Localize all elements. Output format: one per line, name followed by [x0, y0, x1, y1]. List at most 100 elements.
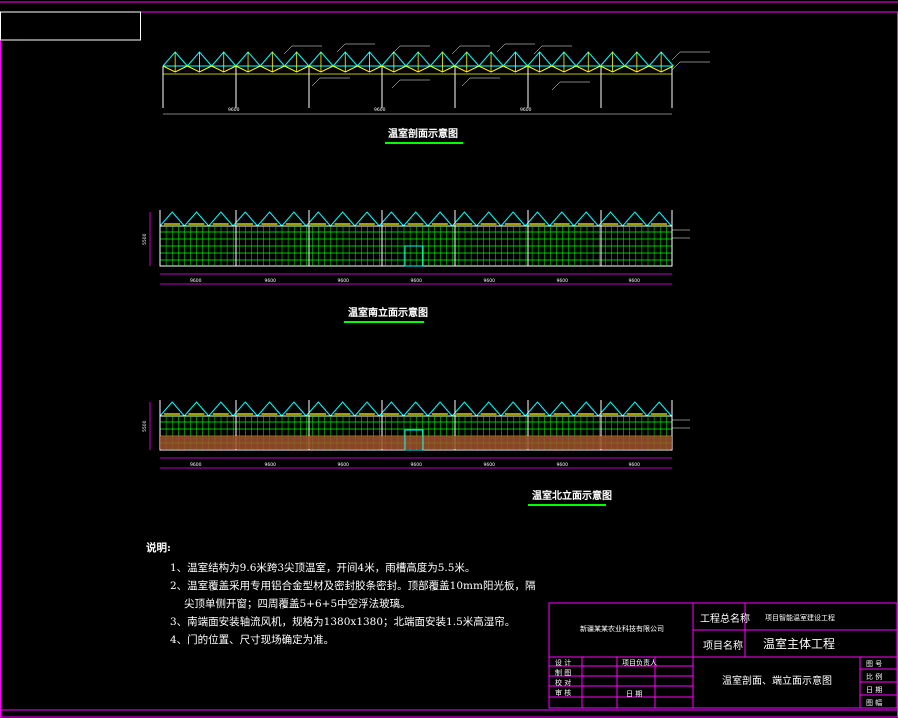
owner-label: 项目负责人 [622, 659, 657, 667]
elev-roof-peak [208, 211, 234, 227]
elev-span-0: 9600 [190, 278, 202, 284]
elev-roof-peak [451, 401, 477, 417]
elev-span-6: 9600 [629, 462, 641, 468]
right-row-2: 比 例 [866, 673, 883, 681]
project-name: 项目智能温室建设工程 [765, 614, 835, 622]
elev-roof-peak [257, 401, 283, 417]
leader-2 [391, 45, 401, 55]
elev-span-5: 9600 [557, 278, 569, 284]
outer-frame [0, 11, 898, 718]
span-dimension-0: 9600 [228, 107, 240, 113]
leader-8 [461, 77, 471, 87]
elev-roof-peak [524, 401, 550, 417]
elev-span-2: 9600 [338, 278, 350, 284]
north-elevation: 9600 9600 9600 9600 9600 9600 9600 5500 [142, 400, 690, 469]
note-line-5: 4、门的位置、尺寸现场确定为准。 [170, 634, 335, 646]
project-label: 工程总名称 [700, 614, 750, 625]
elev-roof-peak [281, 211, 307, 227]
elev-roof-peak [549, 211, 575, 227]
elev-roof-peak [427, 211, 453, 227]
row-draw: 制 图 [555, 669, 572, 677]
drawing-name: 温室剖面、端立面示意图 [722, 676, 832, 687]
elev-roof-peak [378, 401, 404, 417]
elev-height-label: 5500 [142, 420, 148, 432]
elev-roof-peak [597, 401, 624, 417]
elev-roof-peak [232, 401, 258, 417]
south-title: 温室南立面示意图 [348, 306, 428, 319]
elev-roof-peak [524, 211, 550, 227]
elev-roof-peak [305, 211, 331, 227]
elev-roof-peak [354, 211, 380, 227]
item-name: 温室主体工程 [763, 637, 836, 651]
row-review: 审 核 [555, 689, 572, 697]
elev-roof-peak [281, 401, 307, 417]
elev-roof-peak [500, 211, 526, 227]
corner-label-box [0, 11, 141, 41]
right-row-1: 图 号 [866, 660, 883, 668]
leader-4 [496, 43, 506, 53]
item-label: 项目名称 [703, 641, 743, 652]
elev-span-2: 9600 [338, 462, 350, 468]
elev-span-3: 9600 [411, 462, 423, 468]
leader-1 [336, 43, 346, 53]
elev-roof-peak [451, 211, 477, 227]
elev-roof-peak [476, 211, 502, 227]
elev-span-1: 9600 [265, 278, 277, 284]
elev-roof-peak [646, 211, 672, 227]
elev-roof-peak [427, 401, 453, 417]
elev-roof-peak [305, 401, 331, 417]
leader-0 [283, 45, 293, 55]
elev-roof-peak [403, 401, 429, 417]
elev-roof-peak [622, 401, 648, 417]
leader-9 [551, 81, 561, 91]
note-line-4: 3、南端面安装轴流风机，规格为1380x1380；北端面安装1.5米高湿帘。 [170, 616, 516, 628]
notes-heading: 说明: [146, 542, 171, 554]
elev-roof-peak [208, 401, 234, 417]
elev-span-3: 9600 [411, 278, 423, 284]
elev-roof-peak [232, 211, 258, 227]
elev-span-0: 9600 [190, 462, 202, 468]
note-line-1: 1、温室结构为9.6米跨3尖顶温室，开间4米，雨槽高度为5.5米。 [170, 562, 476, 574]
leader-7 [391, 79, 401, 89]
section-title: 温室剖面示意图 [388, 127, 458, 140]
row-check: 校 对 [555, 679, 572, 687]
elev-roof-peak [330, 211, 356, 227]
leader-11 [671, 61, 681, 71]
elev-span-4: 9600 [484, 462, 496, 468]
elev-roof-peak [378, 211, 404, 227]
elev-height-label: 5500 [142, 233, 148, 245]
elev-roof-peak [354, 401, 380, 417]
elev-roof-peak [403, 211, 429, 227]
elev-roof-peak [257, 211, 283, 227]
leader-10 [671, 51, 681, 61]
title-block [548, 602, 898, 709]
elev-roof-peak [597, 211, 624, 227]
elev-span-1: 9600 [265, 462, 277, 468]
elev-roof-peak [476, 401, 502, 417]
elev-wet-curtain [160, 436, 672, 449]
elev-roof-peak [573, 401, 599, 417]
note-line-3: 尖顶单侧开窗；四周覆盖5+6+5中空浮法玻璃。 [184, 598, 411, 610]
elev-roof-peak [500, 401, 526, 417]
elev-roof-peak [183, 401, 210, 417]
elev-roof-peak [330, 401, 356, 417]
elev-roof-peak [573, 211, 599, 227]
elev-door [404, 429, 424, 451]
elev-roof-peak [646, 401, 672, 417]
leader-5 [533, 45, 543, 55]
elev-roof-peak [549, 401, 575, 417]
right-row-3: 日 期 [866, 686, 883, 694]
span-dimension-1: 9600 [374, 107, 386, 113]
elev-span-4: 9600 [484, 278, 496, 284]
right-row-4: 图 幅 [866, 699, 883, 707]
elev-roof-peak [159, 211, 185, 227]
leader-3 [451, 45, 461, 55]
note-line-2: 2、温室覆盖采用专用铝合金型材及密封胶条密封。顶部覆盖10mm阳光板，隔 [170, 580, 536, 592]
row-design: 设 计 [555, 659, 572, 667]
north-title: 温室北立面示意图 [532, 489, 612, 502]
elev-roof-peak [622, 211, 648, 227]
elev-span-5: 9600 [557, 462, 569, 468]
